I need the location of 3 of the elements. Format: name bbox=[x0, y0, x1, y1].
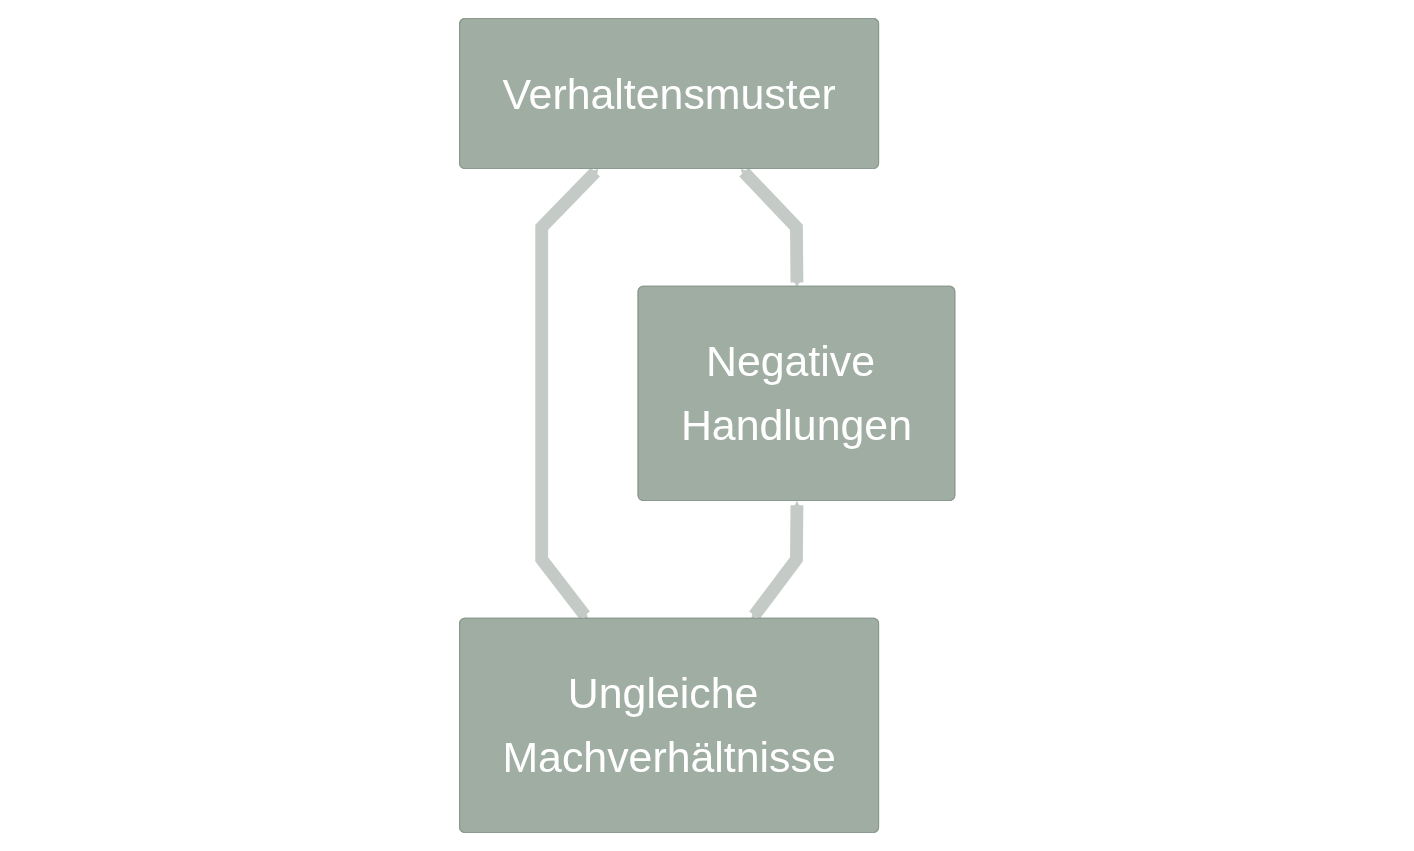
arrow bbox=[749, 501, 804, 620]
arrow bbox=[739, 167, 804, 288]
arrow bbox=[535, 167, 600, 620]
